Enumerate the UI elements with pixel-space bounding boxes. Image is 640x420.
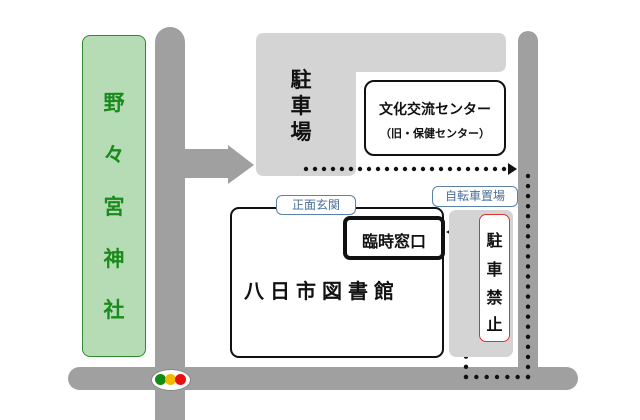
no-parking-char: 禁	[486, 288, 503, 307]
route-dot	[312, 166, 318, 172]
direction-arrow	[185, 145, 254, 184]
shrine-label-char: 野	[103, 91, 125, 115]
route-dot	[515, 374, 520, 380]
route-dot	[525, 364, 531, 370]
road-horizontal-bottom	[68, 367, 578, 390]
route-dot	[357, 166, 363, 172]
route-dot	[375, 166, 381, 172]
route-dot	[525, 294, 531, 299]
signal-light-yellow	[165, 374, 176, 385]
route-dot	[525, 324, 531, 329]
route-dot	[494, 374, 500, 380]
no-parking-char: 駐	[486, 231, 503, 250]
route-dot	[393, 166, 399, 172]
route-dot	[366, 166, 372, 172]
route-dot	[525, 234, 531, 239]
route-dot	[525, 304, 531, 309]
culture-center: 文化交流センター （旧・保健センター）	[364, 80, 506, 156]
route-dot	[525, 254, 531, 259]
culture-center-subtitle: （旧・保健センター）	[380, 127, 490, 140]
route-dot	[348, 166, 354, 172]
route-dot	[465, 166, 471, 172]
route-dot	[463, 364, 469, 369]
route-dot	[525, 203, 531, 209]
temporary-window: 臨時窓口	[343, 216, 445, 260]
route-dot	[303, 166, 309, 172]
route-dot	[525, 374, 531, 380]
route-dot	[411, 166, 417, 172]
parking-label: 駐 車 場	[286, 70, 316, 143]
route-dot	[438, 166, 444, 172]
culture-center-title: 文化交流センター	[379, 102, 491, 118]
signal-light-red	[175, 374, 186, 385]
parking-label-char: 場	[290, 120, 312, 144]
route-dot	[456, 166, 462, 172]
route-dot	[525, 224, 531, 229]
no-parking-char: 車	[486, 260, 503, 279]
signal-light-green	[155, 374, 166, 385]
route-arrowhead-right	[508, 163, 517, 175]
route-dot	[463, 374, 469, 380]
shrine-label-char: 々	[103, 143, 125, 167]
route-dot	[525, 264, 531, 269]
shrine-label-char: 社	[103, 298, 125, 322]
route-dot	[474, 374, 479, 380]
traffic-signal	[151, 369, 191, 391]
route-dot	[447, 166, 453, 172]
no-parking-sign: 駐 車 禁 止	[479, 214, 510, 342]
route-dot	[505, 374, 510, 380]
route-dot	[429, 166, 435, 172]
route-dot	[484, 374, 489, 380]
route-dot	[525, 284, 531, 289]
route-dot	[420, 166, 426, 172]
shrine-nonomiya: 野 々 宮 神 社	[82, 35, 146, 357]
route-dot	[402, 166, 408, 172]
parking-label-char: 車	[290, 94, 312, 118]
no-parking-char: 止	[486, 315, 503, 334]
route-dot	[525, 183, 531, 189]
bicycle-parking-tag: 自転車置場	[432, 186, 518, 207]
library-name: 八日市図書館	[244, 279, 400, 303]
route-dot	[525, 173, 531, 179]
route-dot	[384, 166, 390, 172]
route-dot	[501, 166, 507, 172]
temporary-window-label: 臨時窓口	[361, 232, 426, 251]
route-dot	[525, 214, 531, 219]
route-dot	[483, 166, 489, 172]
route-dot	[525, 193, 531, 199]
shrine-label-char: 宮	[103, 195, 125, 219]
route-dot	[321, 166, 327, 172]
route-dot	[525, 314, 531, 319]
route-dot	[525, 244, 531, 249]
route-dot	[525, 354, 531, 360]
main-entrance-tag: 正面玄関	[276, 195, 356, 215]
route-dot	[492, 166, 498, 172]
route-dot	[525, 344, 531, 350]
route-dot	[474, 166, 480, 172]
shrine-label-char: 神	[103, 247, 125, 271]
road-vertical-left	[155, 27, 185, 420]
route-dot	[330, 166, 336, 172]
route-dot	[525, 274, 531, 279]
parking-label-char: 駐	[290, 68, 312, 92]
parking-lot	[256, 33, 506, 176]
route-dot	[339, 166, 345, 172]
route-dot	[525, 334, 531, 339]
